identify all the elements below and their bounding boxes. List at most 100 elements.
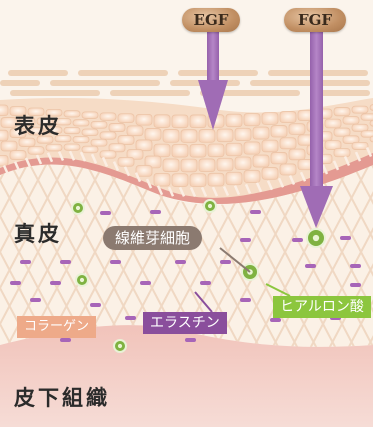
epidermis-cell	[243, 141, 261, 155]
epidermis-cell	[54, 134, 72, 143]
basal-cell	[277, 177, 285, 188]
epidermis-cell	[189, 114, 207, 129]
epidermis-cell	[153, 172, 171, 187]
epidermis-cell	[171, 173, 189, 187]
epidermis-cell	[333, 148, 351, 158]
epidermis-cell	[126, 125, 144, 137]
epidermis-cell	[369, 135, 373, 143]
epidermis-cell	[135, 113, 153, 126]
elastin-fiber	[220, 260, 231, 264]
epidermis-label: 表皮	[14, 114, 62, 138]
basal-cell	[90, 153, 98, 164]
egf-badge: EGF	[182, 8, 240, 32]
fgf-badge: FGF	[284, 8, 346, 32]
epidermis-cell	[117, 113, 135, 124]
basal-cell	[200, 186, 208, 197]
epidermis-cell	[171, 114, 189, 129]
epidermis-cell	[117, 135, 135, 145]
epidermis-cell	[9, 106, 27, 116]
epidermis-cell	[81, 128, 99, 136]
epidermis-cell	[90, 138, 108, 147]
elastin-fiber	[150, 210, 161, 214]
basal-cell	[123, 166, 131, 177]
epidermis-cell	[135, 139, 153, 152]
epidermis-cells	[0, 104, 373, 187]
epidermis-cell	[279, 111, 297, 124]
epidermis-cell	[153, 114, 171, 128]
basal-cell	[101, 156, 109, 167]
epidermis-cell	[99, 112, 117, 121]
basal-cell	[68, 150, 76, 161]
elastin-leader	[194, 291, 213, 313]
epidermis-cell	[81, 111, 99, 119]
elastin-fiber	[305, 264, 316, 268]
basal-cell	[2, 165, 10, 176]
epidermis-cell	[63, 110, 81, 118]
epidermis-cell	[198, 129, 216, 143]
basal-cell	[79, 151, 87, 162]
elastin-fiber	[175, 260, 186, 264]
epidermis-cell	[180, 158, 198, 173]
epidermis-cell	[135, 165, 153, 177]
epidermis-cell	[117, 156, 135, 167]
epidermis-cell	[198, 158, 216, 173]
elastin-fiber	[60, 338, 71, 342]
basal-cell	[321, 164, 329, 175]
basal-cell	[178, 186, 186, 197]
basal-cell	[145, 178, 153, 189]
basal-cell	[24, 157, 32, 168]
epidermis-cell	[207, 143, 225, 158]
epidermis-cell	[351, 105, 369, 114]
epidermis-cell	[0, 129, 9, 142]
epidermis-cell	[243, 113, 261, 127]
basal-cell	[288, 174, 296, 185]
epidermis-cell	[162, 129, 180, 143]
basal-cell	[134, 172, 142, 183]
epidermis-cell	[144, 155, 162, 169]
collagen-callout: コラーゲン	[17, 316, 97, 338]
fibroblast-nucleus	[312, 234, 320, 242]
elastin-fiber	[250, 210, 261, 214]
elastin-fiber	[110, 260, 121, 264]
basal-cell	[57, 150, 65, 161]
basal-cell	[167, 186, 175, 197]
epidermis-cell	[45, 126, 63, 134]
epidermis-cell	[360, 130, 373, 138]
epidermis-cell	[225, 171, 243, 186]
fibroblast-callout: 線維芽細胞	[103, 226, 203, 250]
subcutis-area	[0, 325, 373, 427]
hyaluronic-leader	[265, 283, 291, 297]
basal-cell	[299, 171, 307, 182]
basal-cell	[244, 183, 252, 194]
elastin-fiber	[20, 260, 31, 264]
elastin-fiber	[50, 281, 61, 285]
epidermis-cell	[0, 155, 9, 167]
epidermis-cell	[108, 143, 126, 153]
elastin-fiber	[292, 238, 303, 242]
basal-cell	[266, 180, 274, 191]
epidermis-cell	[342, 135, 360, 144]
epidermis-cell	[99, 131, 117, 140]
epidermis-cell	[9, 128, 27, 138]
elastin-fiber	[350, 283, 361, 287]
epidermis-cell	[18, 117, 36, 127]
epidermis-cell	[243, 169, 261, 183]
epidermis-cell	[261, 167, 279, 180]
epidermis-cell	[369, 104, 373, 111]
basal-cell	[332, 160, 340, 171]
epidermis-cell	[63, 143, 81, 151]
epidermis-cell	[180, 129, 198, 143]
epidermis-cell	[324, 118, 342, 129]
elastin-fiber	[10, 281, 21, 285]
elastin-fiber	[90, 303, 101, 307]
epidermis-cell	[252, 126, 270, 140]
epidermis-cell	[99, 150, 117, 159]
basal-cell	[112, 161, 120, 172]
epidermis-cell	[27, 126, 45, 136]
epidermis-cell	[234, 156, 252, 170]
epidermis-cell	[9, 150, 27, 160]
elastin-fiber	[270, 318, 281, 322]
epidermis-cell	[189, 143, 207, 158]
